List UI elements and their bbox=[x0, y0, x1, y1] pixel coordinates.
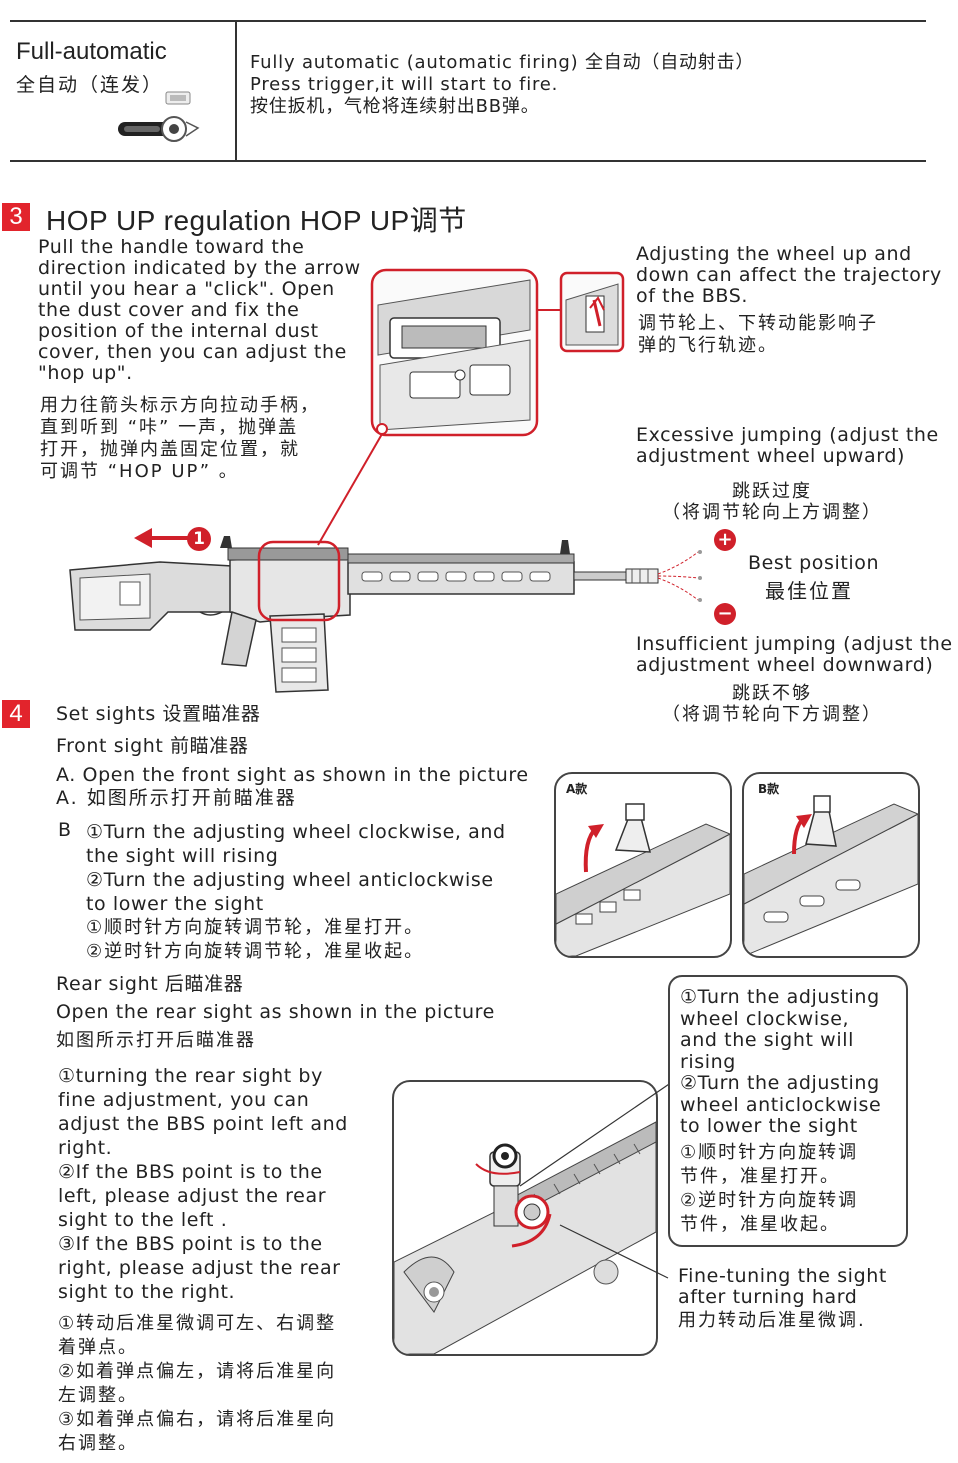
rear-sight-callout-cn: ①顺时针方向旋转调 节件，准星打开。 ②逆时针方向旋转调 节件，准星收起。 bbox=[680, 1142, 859, 1235]
front-sight-step-b-label: B bbox=[58, 819, 72, 841]
rear-sight-callout-en: ①Turn the adjusting wheel clockwise, and… bbox=[680, 986, 882, 1137]
rifle-illustration bbox=[69, 268, 702, 693]
excessive-jumping-en: Excessive jumping (adjust the adjustment… bbox=[636, 424, 939, 467]
front-sight-step-b-en: ①Turn the adjusting wheel clockwise, and… bbox=[86, 821, 506, 915]
wheel-effect-en: Adjusting the wheel up and down can affe… bbox=[636, 243, 942, 307]
step-marker-1: 1 bbox=[187, 527, 211, 551]
rear-sight-steps-cn: ①转动后准星微调可左、右调整 着弹点。 ②如着弹点偏左，请将后准星向 左调整。 … bbox=[58, 1313, 337, 1454]
plus-icon: + bbox=[714, 529, 736, 551]
insufficient-jumping-hint-cn: （将调节轮向下方调整） bbox=[662, 704, 882, 725]
model-b-label: B款 bbox=[758, 782, 780, 796]
mode-subtitle: 全自动（连发） bbox=[16, 74, 164, 96]
selector-switch-icon bbox=[118, 91, 200, 142]
front-sight-step-a-en: A. Open the front sight as shown in the … bbox=[56, 764, 529, 786]
receiver-highlight bbox=[257, 540, 341, 622]
insufficient-jumping-cn: 跳跃不够 bbox=[732, 683, 812, 704]
section-4-title: Set sights 设置瞄准器 bbox=[56, 703, 261, 725]
model-a-label: A款 bbox=[566, 782, 588, 796]
minus-icon: − bbox=[714, 603, 736, 625]
insufficient-jumping-en: Insufficient jumping (adjust the adjustm… bbox=[636, 633, 953, 676]
table-divider bbox=[235, 22, 237, 160]
best-position-en: Best position bbox=[748, 552, 880, 574]
section-number-4: 4 bbox=[2, 700, 30, 728]
rear-sight-open-cn: 如图所示打开后瞄准器 bbox=[56, 1030, 256, 1051]
excessive-jumping-hint-cn: （将调节轮向上方调整） bbox=[662, 502, 882, 523]
rear-sight-image bbox=[392, 1080, 658, 1356]
front-sight-model-a-image: A款 bbox=[554, 772, 732, 958]
hop-up-instructions-en: Pull the handle toward the direction ind… bbox=[38, 236, 361, 384]
fine-tuning-cn: 用力转动后准星微调. bbox=[678, 1310, 866, 1331]
wheel-effect-cn: 调节轮上、下转动能影响子 弹的飞行轨迹。 bbox=[638, 313, 878, 356]
desc-line-3: 按住扳机，气枪将连续射出BB弹。 bbox=[250, 96, 540, 117]
fire-mode-table: Full-automatic 全自动（连发） Fully automatic (… bbox=[10, 20, 926, 162]
best-position-cn: 最佳位置 bbox=[765, 579, 853, 603]
hop-up-instructions-cn: 用力往箭头标示方向拉动手柄， 直到听到 “咔” 一声，抛弹盖 打开，抛弹内盖固定… bbox=[40, 395, 320, 482]
excessive-jumping-cn: 跳跃过度 bbox=[732, 481, 812, 502]
section-3-title: HOP UP regulation HOP UP调节 bbox=[46, 205, 467, 236]
fine-tuning-en: Fine-tuning the sight after turning hard bbox=[678, 1265, 887, 1308]
desc-line-1: Fully automatic (automatic firing) 全自动（自… bbox=[250, 52, 755, 73]
rear-sight-steps-en: ①turning the rear sight by fine adjustme… bbox=[58, 1065, 348, 1303]
front-sight-step-b-cn: ①顺时针方向旋转调节轮，准星打开。 ②逆时针方向旋转调节轮，准星收起。 bbox=[86, 917, 425, 962]
mode-title: Full-automatic bbox=[16, 38, 167, 65]
front-sight-model-b-image: B款 bbox=[742, 772, 920, 958]
front-sight-step-a-cn: A. 如图所示打开前瞄准器 bbox=[56, 787, 297, 809]
rear-sight-callout-box: ①Turn the adjusting wheel clockwise, and… bbox=[668, 975, 908, 1247]
front-sight-title: Front sight 前瞄准器 bbox=[56, 735, 249, 757]
section-number-3: 3 bbox=[2, 203, 30, 231]
desc-line-2: Press trigger,it will start to fire. bbox=[250, 74, 559, 95]
rear-sight-title: Rear sight 后瞄准器 bbox=[56, 973, 244, 995]
rear-sight-open-en: Open the rear sight as shown in the pict… bbox=[56, 1001, 495, 1023]
table-description: Fully automatic (automatic firing) 全自动（自… bbox=[250, 52, 754, 118]
